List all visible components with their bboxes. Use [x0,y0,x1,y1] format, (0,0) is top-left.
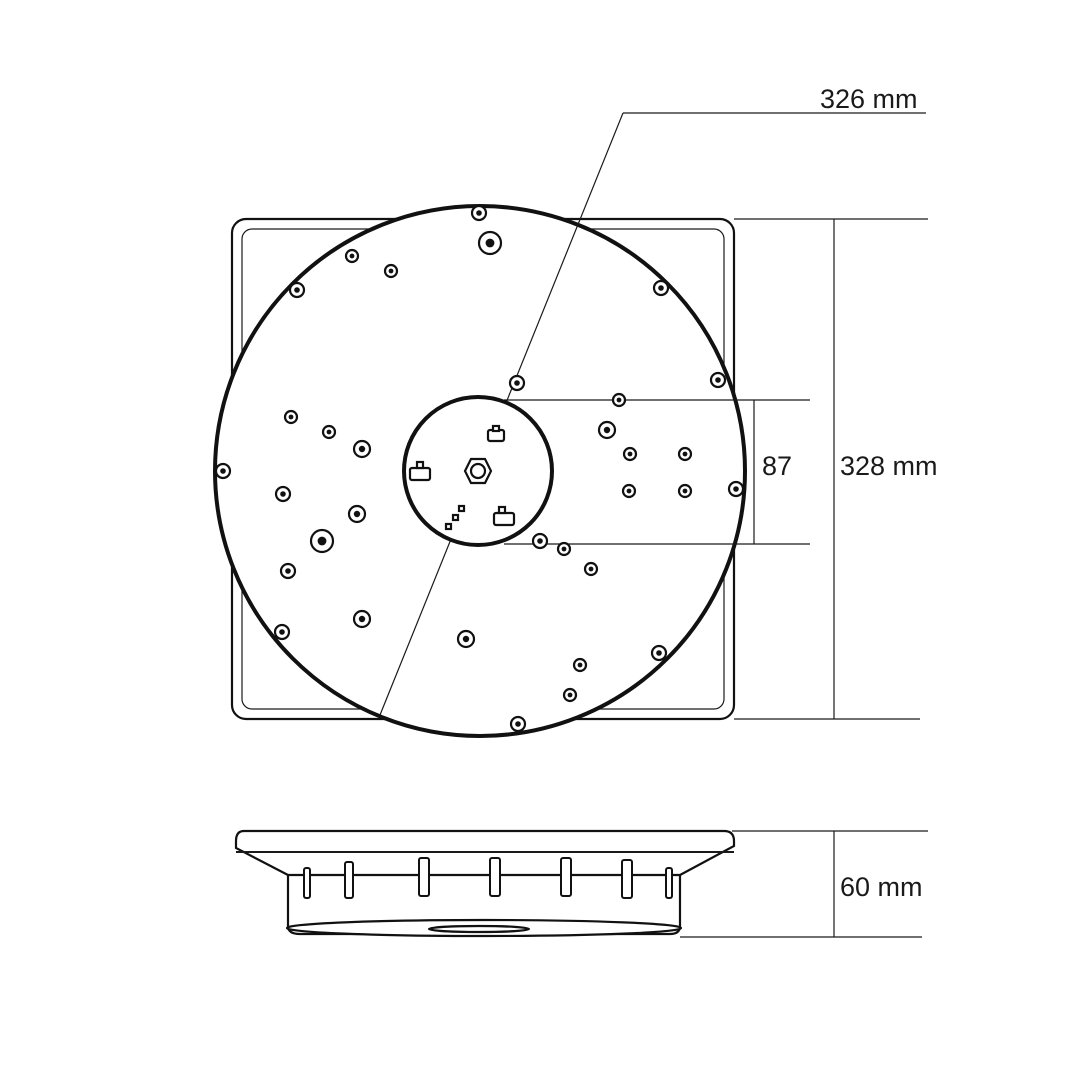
screw-hole-center [682,488,688,494]
screw-hole-center [733,486,739,492]
hex-nut-hole [469,462,487,480]
screw-hole-center [358,445,366,453]
side-slot [489,857,501,897]
hub-clip-left [408,460,432,482]
side-height-label: 60 mm [840,872,923,902]
side-slot [665,867,673,899]
screw-hole-center [715,377,721,383]
screw-hole-center [462,635,470,643]
screw-hole-center [537,538,543,544]
screw-hole-center [682,451,688,457]
hub-marker-3 [457,504,466,513]
hub-clip-top [486,424,506,443]
screw-hole-center [588,566,594,572]
side-slot [560,857,572,897]
base-height-label: 328 mm [840,451,938,481]
screw-hole-center [388,268,394,274]
center-diameter-label: 87 [762,451,792,481]
screw-hole-center [515,721,521,727]
screw-hole-center [658,285,664,291]
screw-holes [214,204,745,733]
screw-hole-center [220,468,226,474]
side-slot [418,857,430,897]
screw-hole-center [326,429,332,435]
screw-hole-center [285,568,291,574]
screw-hole-center [280,491,286,497]
screw-hole-center [294,287,300,293]
screw-hole-center [514,380,520,386]
side-slot [303,867,311,899]
screw-hole-center [317,536,327,546]
hub-marker-2 [451,513,460,522]
screw-hole-center [603,426,611,434]
screw-hole-center [358,615,366,623]
screw-hole-center [561,546,567,552]
screw-hole-center [616,397,622,403]
screw-hole-center [349,253,355,259]
disc-diameter-label: 326 mm [820,84,918,114]
screw-hole-center [485,238,495,248]
side-slot [344,861,354,899]
screw-hole-center [577,662,583,668]
screw-hole-center [288,414,294,420]
top-view: 326 mm 328 mm 87 [213,84,938,738]
base-bottom-hole [427,924,531,934]
screw-hole-center [656,650,662,656]
hub-clip-bottom [492,505,516,527]
screw-hole-center [476,210,482,216]
side-slots [303,857,673,899]
screw-hole-center [626,488,632,494]
side-view: 60 mm [234,829,928,938]
screw-hole-center [353,510,361,518]
screw-hole-center [279,629,285,635]
hub-marker-1 [444,522,453,531]
screw-hole-center [567,692,573,698]
side-slot [621,859,633,899]
screw-hole-center [627,451,633,457]
